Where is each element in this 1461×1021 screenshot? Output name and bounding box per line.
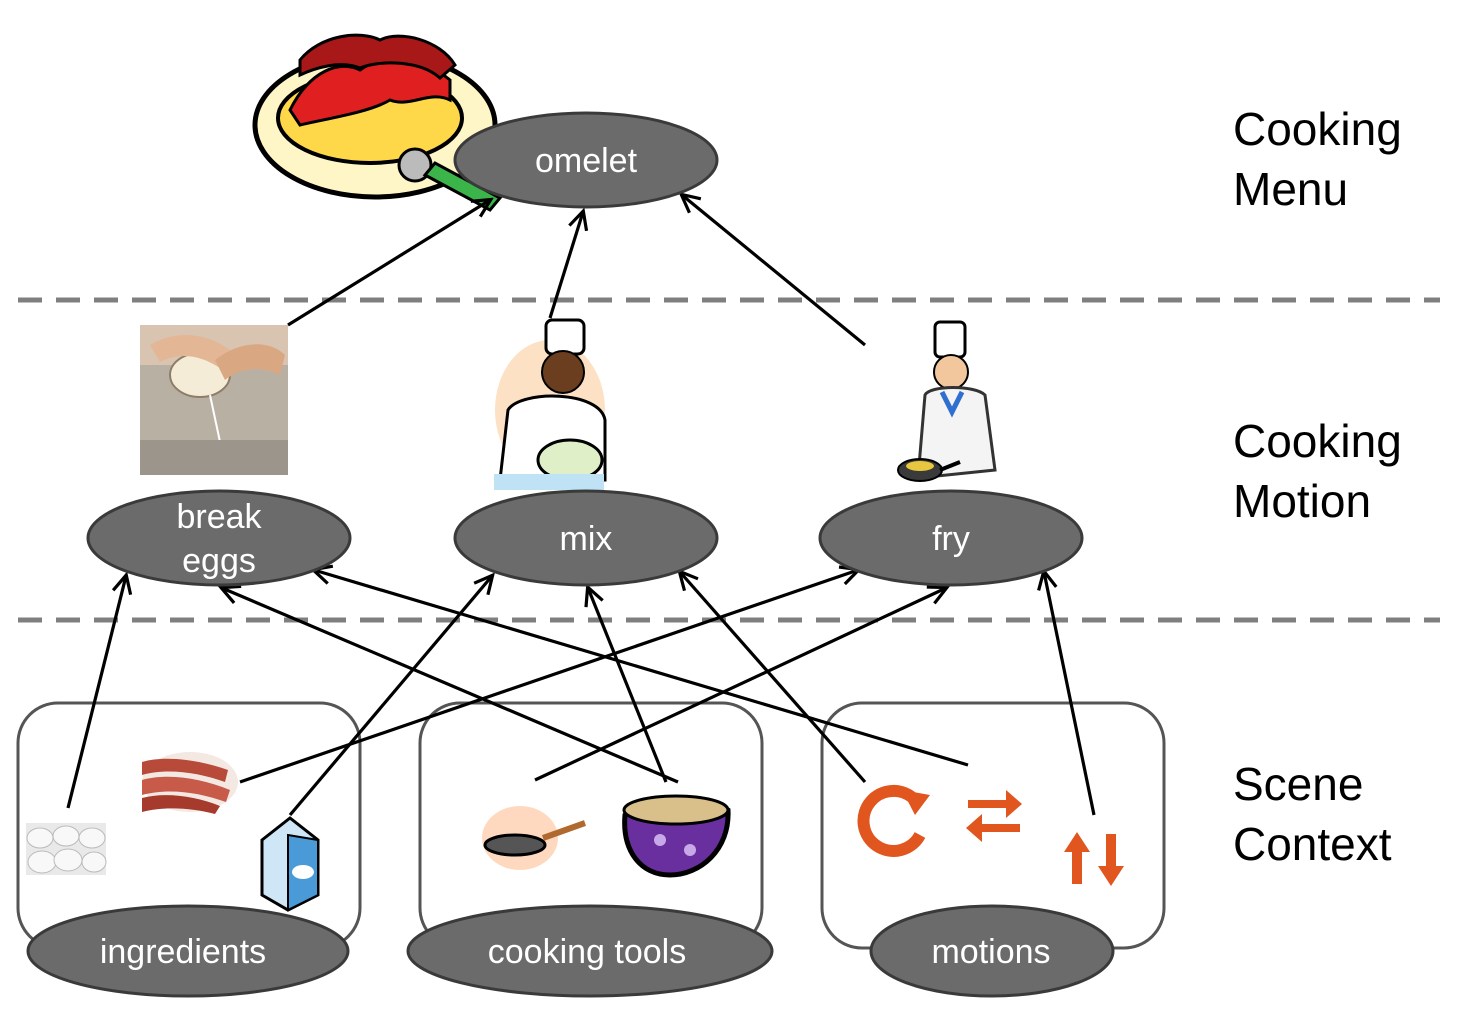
- swap-vertical-icon: [1064, 832, 1124, 886]
- bowl-icon: [622, 794, 731, 878]
- cooking-tools-label: cooking tools: [488, 933, 686, 971]
- edge-bowl-mix: [588, 588, 668, 783]
- cooking-tools-node: cooking tools: [406, 904, 774, 998]
- omelet-node: omelet: [453, 111, 719, 209]
- layer-label-motion-line2: Motion: [1233, 475, 1371, 527]
- ingredients-label: ingredients: [100, 933, 266, 971]
- edge-mix-omelet: [548, 212, 583, 319]
- layer-label-context-line1: Scene: [1233, 758, 1363, 810]
- eggs-icon: [26, 823, 107, 875]
- chef-mixing-icon: [494, 318, 607, 490]
- frying-pan-icon: [482, 806, 587, 870]
- break-eggs-label-line1: break: [176, 498, 262, 536]
- edge-break-eggs-omelet: [287, 200, 490, 327]
- edge-rotate-mix: [680, 572, 867, 784]
- motions-node: motions: [869, 904, 1115, 998]
- fry-label: fry: [932, 520, 970, 558]
- milk-carton-icon: [242, 816, 320, 912]
- layer-label-menu-line1: Cooking: [1233, 103, 1402, 155]
- edge-bowl-break-eggs: [222, 588, 679, 784]
- break-eggs-label-line2: eggs: [182, 542, 256, 580]
- ingredients-node: ingredients: [26, 904, 350, 998]
- edge-bacon-fry: [239, 570, 858, 784]
- egg-cracking-photo: [140, 325, 288, 475]
- motions-label: motions: [931, 933, 1050, 971]
- chef-frying-icon: [897, 320, 997, 482]
- layer-label-menu-line2: Menu: [1233, 163, 1348, 215]
- mix-node: mix: [453, 489, 719, 587]
- edge-milk-mix: [288, 576, 492, 817]
- edge-eggs-break-eggs: [66, 576, 126, 809]
- edge-pan-fry: [534, 588, 946, 782]
- swap-horizontal-icon: [966, 790, 1022, 842]
- layer-label-context-line2: Context: [1233, 818, 1392, 870]
- omelet-label: omelet: [535, 142, 638, 180]
- bacon-icon: [142, 752, 238, 814]
- layer-label-motion-line1: Cooking: [1233, 415, 1402, 467]
- edge-fry-omelet: [682, 195, 867, 347]
- rotate-arrow-icon: [857, 784, 930, 857]
- edges: [66, 195, 1096, 817]
- break-eggs-node: break eggs: [86, 489, 352, 587]
- omelet-plate-icon: [252, 33, 503, 212]
- edge-updown-fry: [1044, 572, 1096, 816]
- mix-label: mix: [560, 520, 613, 558]
- fry-node: fry: [818, 489, 1084, 587]
- edge-swap-break-eggs: [314, 570, 969, 767]
